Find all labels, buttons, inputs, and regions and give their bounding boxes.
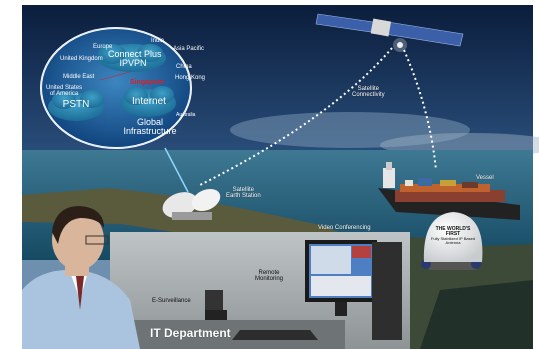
- earth-station-line2: Earth Station: [226, 193, 261, 199]
- global-title-line1: Global: [136, 117, 163, 127]
- cloud-ipvpn-line1: Connect Plus: [108, 49, 162, 59]
- remote-monitoring-line2: Monitoring: [255, 276, 284, 282]
- global-infrastructure-title: Global Infrastructure: [104, 117, 196, 137]
- vessel: [378, 162, 520, 220]
- surveillance-camera: [205, 290, 223, 312]
- region-hong-kong: Hong Kong: [175, 75, 206, 81]
- antenna-dome-line2: Fully Stabilized IP Based Antenna: [430, 236, 476, 245]
- region-middle-east: Middle East: [63, 74, 95, 80]
- remote-monitoring-line1: Remote: [258, 270, 280, 276]
- region-usa: United States of America: [44, 85, 84, 98]
- earth-station-line1: Satellite: [232, 187, 255, 193]
- it-department-label: IT Department: [150, 326, 231, 340]
- cloud-pstn: [48, 90, 104, 121]
- region-india: India: [151, 38, 165, 44]
- keyboard: [232, 330, 318, 340]
- video-conferencing-label: Video Conferencing: [318, 225, 371, 231]
- cloud-ipvpn-label: Connect Plus IPVPN: [108, 49, 162, 69]
- cloud-ipvpn-line2: IPVPN: [119, 58, 147, 69]
- singapore-label: Singapore: [130, 79, 165, 86]
- earth-station-label: Satellite Earth Station: [226, 187, 261, 199]
- region-china: China: [176, 64, 192, 70]
- stabilized-antenna-dome: [421, 212, 483, 270]
- antenna-dome-line1: THE WORLD'S FIRST: [435, 226, 471, 237]
- region-europe: Europe: [93, 44, 113, 50]
- region-usa-label: United States of America: [45, 85, 83, 98]
- region-united-kingdom: United Kingdom: [60, 56, 103, 62]
- region-united-kingdom-label: United Kingdom: [60, 56, 103, 62]
- region-australia: Australia: [176, 112, 196, 118]
- satellite-connectivity-line2: Connectivity: [352, 92, 385, 98]
- cloud-ipvpn: [98, 44, 166, 72]
- cloud-pstn-label: PSTN: [62, 99, 90, 110]
- satellite-connectivity-line1: Satellite: [357, 86, 380, 92]
- antenna-dome-text: THE WORLD'S FIRST Fully Stabilized IP Ba…: [430, 227, 476, 245]
- second-monitor: [372, 242, 402, 340]
- earth-station-dishes: [162, 188, 221, 220]
- satellite-icon: [315, 13, 464, 52]
- satellite-connectivity-label: Satellite Connectivity: [352, 86, 385, 98]
- computer-monitor: [305, 240, 377, 316]
- global-infrastructure-globe: [40, 27, 192, 149]
- remote-monitoring-label: Remote Monitoring: [255, 270, 283, 282]
- satellite-link-earth-station: [199, 47, 393, 186]
- cloud-internet-label: Internet: [132, 96, 166, 107]
- cloud-internet: [120, 86, 176, 117]
- region-asia-pacific: Asia Pacific: [173, 46, 205, 52]
- it-staff-person: [22, 206, 140, 349]
- satellite-link-vessel: [403, 49, 437, 171]
- vessel-label: Vessel: [476, 175, 494, 181]
- e-surveillance-label: E-Surveillance: [152, 298, 191, 304]
- global-title-line2: Infrastructure: [123, 126, 177, 137]
